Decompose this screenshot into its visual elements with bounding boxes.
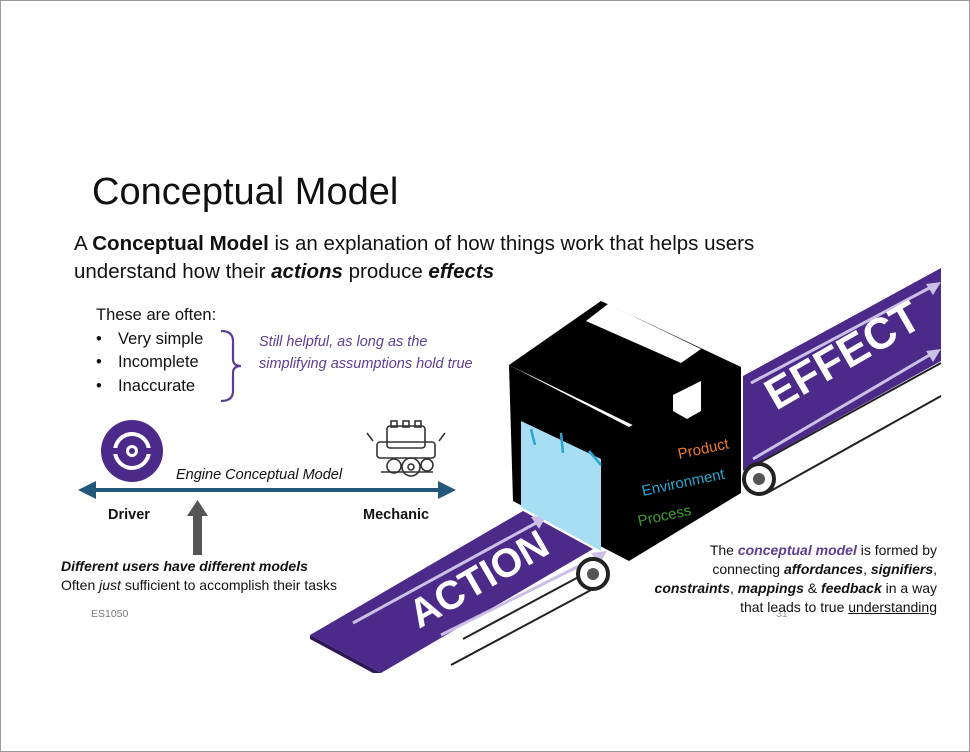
mechanic-label: Mechanic <box>363 507 430 523</box>
formed-feedback: feedback <box>821 580 882 596</box>
steering-wheel-icon <box>101 420 163 482</box>
often-sufficient-text: Often just sufficient to accomplish thei… <box>61 577 337 593</box>
often-just: just <box>99 577 121 593</box>
pointer-arrow <box>187 500 208 555</box>
bullet-item: •Incomplete <box>96 353 199 371</box>
page-title: Conceptual Model <box>92 171 399 213</box>
formed-mappings: mappings <box>737 580 804 596</box>
action-belt: ACTION <box>310 511 610 673</box>
page-number: 31 <box>776 608 788 620</box>
often-post: sufficient to accomplish their tasks <box>120 577 337 593</box>
brace <box>220 329 242 403</box>
engine-model-label: Engine Conceptual Model <box>176 467 343 483</box>
formed-amp: & <box>803 580 822 596</box>
intro-effects: effects <box>428 260 495 283</box>
formed-c1: , <box>863 561 871 577</box>
engine-icon <box>366 420 446 477</box>
intro-term: Conceptual Model <box>92 232 269 255</box>
box-illustration: Product Environment Process <box>509 301 741 561</box>
effect-belt: EFFECT <box>742 268 942 496</box>
intro-produce: produce <box>342 260 429 283</box>
formed-constraints: constraints <box>654 580 731 596</box>
formed-c2: , <box>933 561 937 577</box>
formed-paragraph: The conceptual model is formed by connec… <box>641 541 937 617</box>
formed-signifiers: signifiers <box>870 561 934 577</box>
intro-mid: is an explanation of how things work tha… <box>74 232 755 283</box>
formed-pre: The <box>709 542 738 558</box>
formed-affordances: affordances <box>783 561 864 577</box>
formed-mid2: in a way that leads to true <box>740 580 937 615</box>
often-label: These are often: <box>96 306 217 324</box>
driver-label: Driver <box>108 507 150 523</box>
formed-understanding: understanding <box>848 599 937 615</box>
bullet-text: Very simple <box>118 330 204 348</box>
formed-c3: , <box>730 580 738 596</box>
different-users-text: Different users have different models <box>61 558 308 574</box>
bullet-item: •Inaccurate <box>96 377 196 395</box>
bullet-text: Incomplete <box>118 353 199 371</box>
often-pre: Often <box>61 577 100 593</box>
formed-mid1: is formed by connecting <box>712 542 937 577</box>
intro-actions: actions <box>271 260 343 283</box>
bullet-item: •Very simple <box>96 330 204 348</box>
helpful-note: Still helpful, as long as the simplifyin… <box>259 334 473 372</box>
bullet-text: Inaccurate <box>118 377 196 395</box>
intro-paragraph: A Conceptual Model is an explanation of … <box>74 230 854 286</box>
footer-left: ES1050 <box>91 608 129 620</box>
driver-mechanic-arrow <box>78 481 456 499</box>
formed-term: conceptual model <box>737 542 857 558</box>
intro-a: A <box>74 232 93 255</box>
